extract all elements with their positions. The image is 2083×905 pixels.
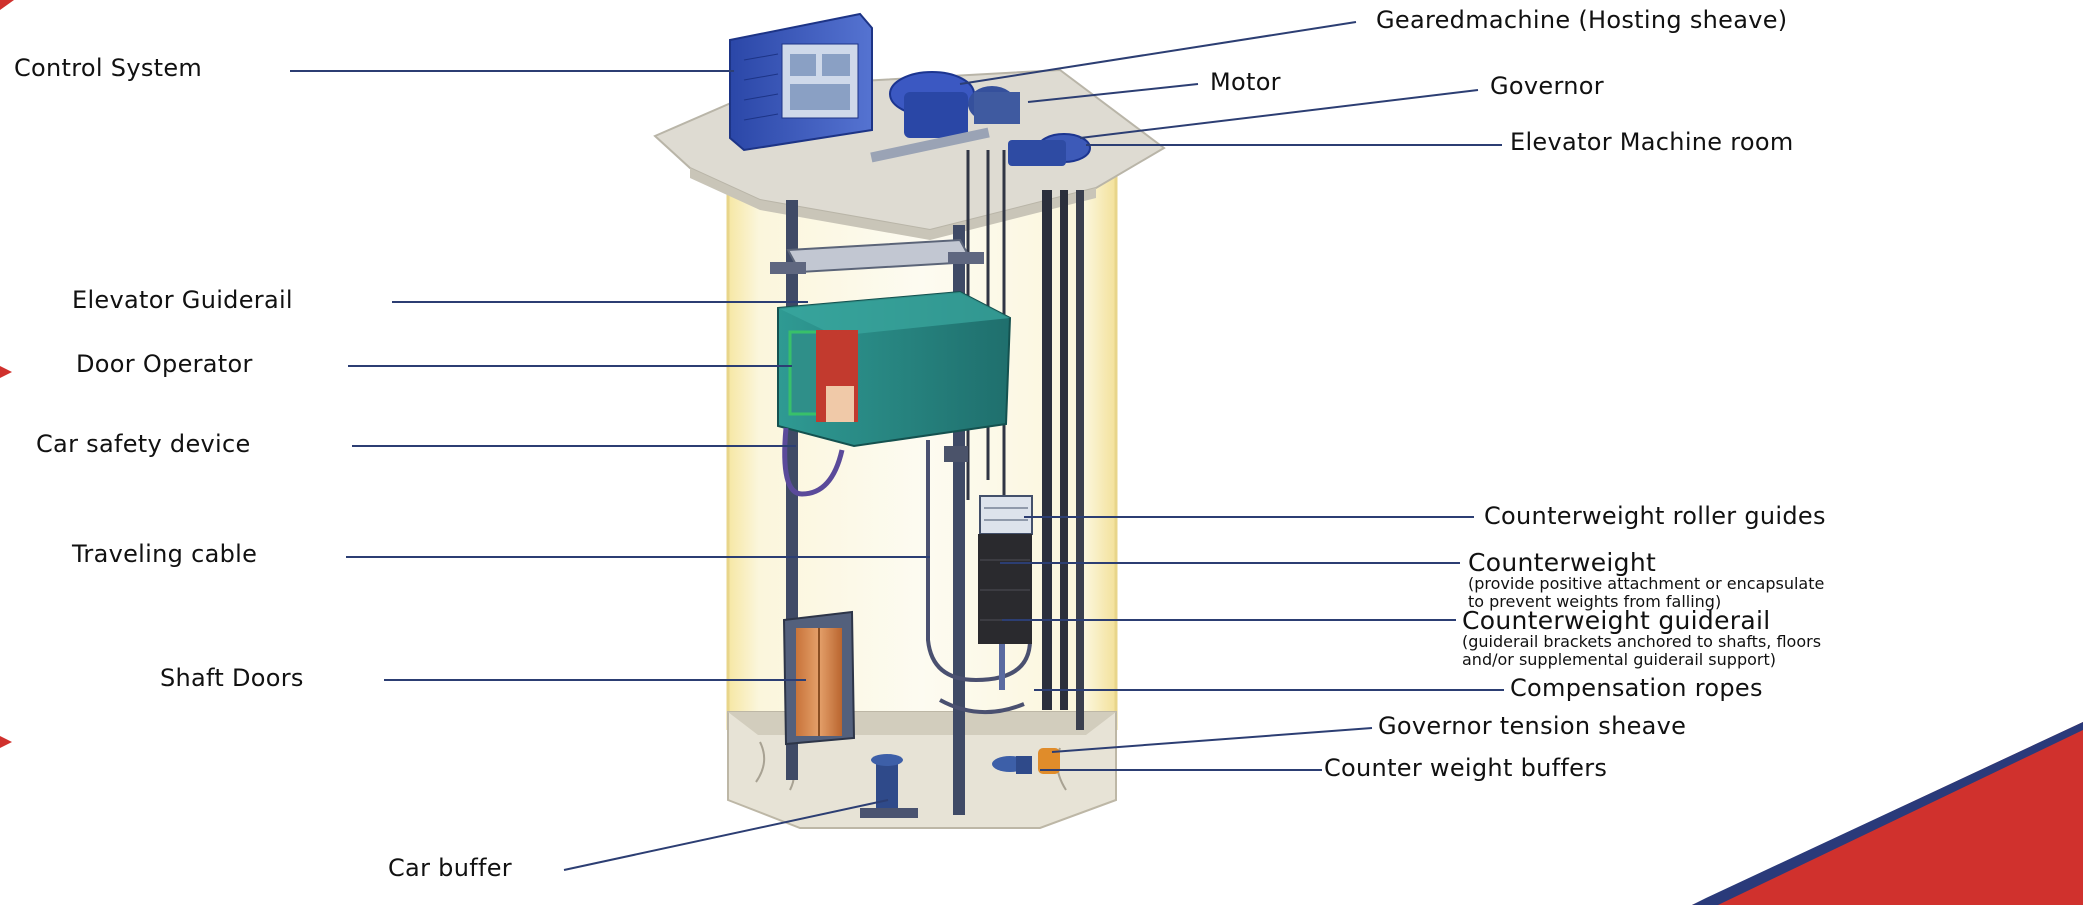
label-machine-room: Elevator Machine room [1510, 128, 1794, 156]
counterweight-guiderail-note-line1: (guiderail brackets anchored to shafts, … [1462, 632, 1822, 651]
car-buffer-illustration [860, 754, 918, 818]
label-shaft-doors: Shaft Doors [160, 664, 304, 692]
label-door-operator: Door Operator [76, 350, 253, 378]
label-car-safety-device: Car safety device [36, 430, 251, 458]
label-governor: Governor [1490, 72, 1604, 100]
label-counterweight-roller-guides: Counterweight roller guides [1484, 502, 1826, 530]
leader-lines [290, 21, 1504, 871]
control-cabinet [729, 12, 873, 152]
label-elevator-guiderail: Elevator Guiderail [72, 286, 293, 314]
label-counterweight-guiderail: Counterweight guiderail [1462, 606, 1771, 635]
counterweight-note-line1: (provide positive attachment or encapsul… [1468, 574, 1825, 593]
car-frame [770, 238, 984, 274]
label-counter-weight-buffers: Counter weight buffers [1324, 754, 1608, 782]
label-control-system: Control System [14, 54, 203, 82]
label-governor-tension-sheave: Governor tension sheave [1378, 712, 1687, 740]
label-car-buffer: Car buffer [388, 854, 512, 882]
label-motor: Motor [1210, 68, 1281, 96]
elevator-car [777, 290, 1012, 497]
geared-machine [870, 71, 1020, 163]
counterweight-guiderail-note-line2: and/or supplemental guiderail support) [1462, 650, 1776, 669]
governor [1008, 133, 1091, 166]
label-geared-machine: Gearedmachine (Hosting sheave) [1376, 6, 1788, 34]
label-counterweight: Counterweight [1468, 548, 1657, 577]
counterweight-note-line2: to prevent weights from falling) [1468, 592, 1722, 611]
shaft-door-illustration [782, 610, 856, 746]
counterweight [978, 495, 1033, 644]
label-compensation-ropes: Compensation ropes [1510, 674, 1763, 702]
label-traveling-cable: Traveling cable [72, 540, 258, 568]
